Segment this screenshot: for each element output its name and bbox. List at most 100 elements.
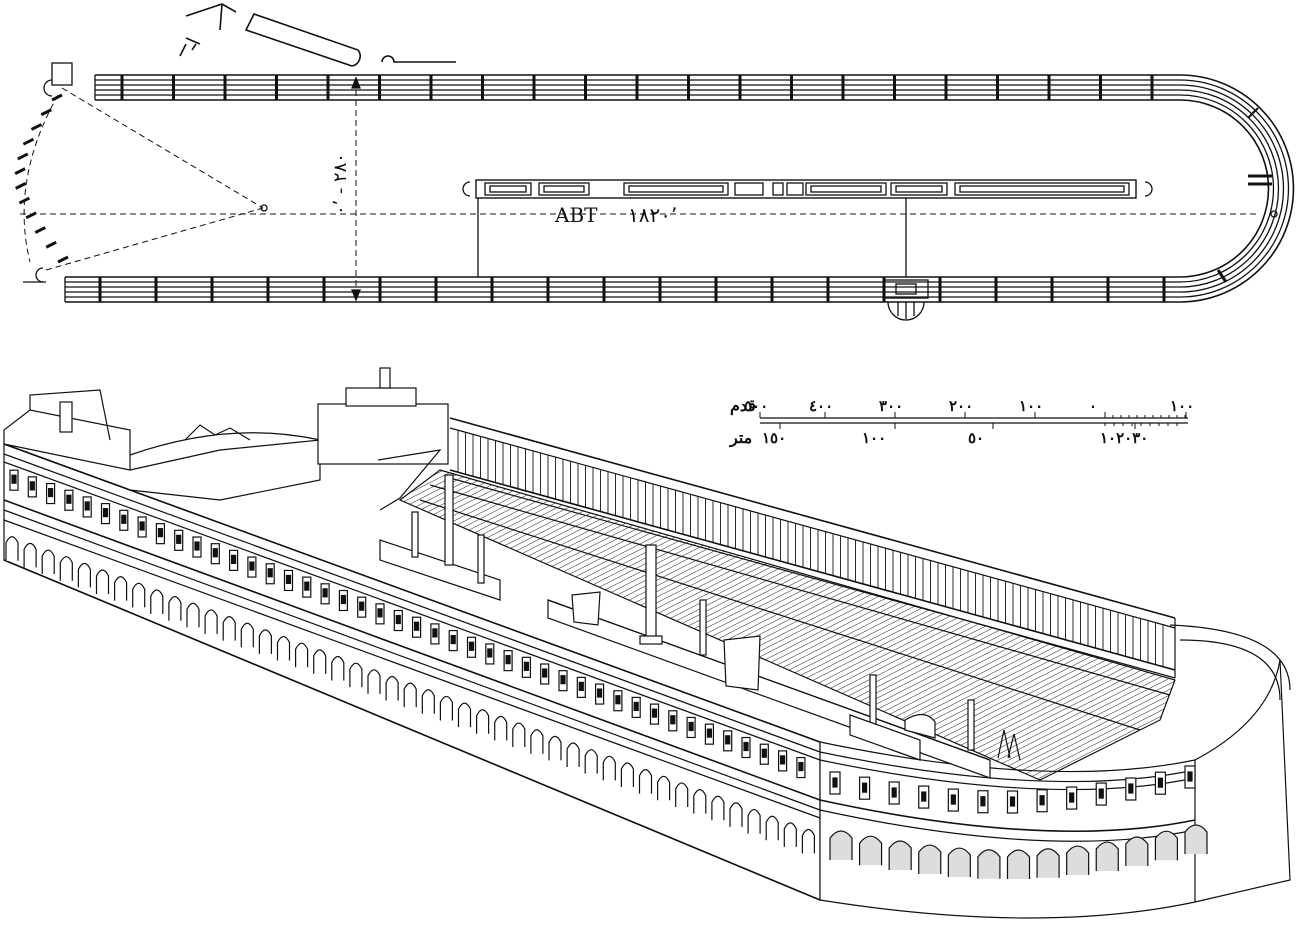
curve-arch bbox=[918, 844, 942, 875]
facade-window-pane bbox=[651, 708, 658, 718]
facade-window-pane bbox=[304, 581, 310, 591]
curve-arch bbox=[1184, 824, 1208, 854]
curve-window-pane bbox=[1039, 795, 1045, 806]
curve-arch bbox=[1036, 848, 1060, 878]
curve-arch bbox=[1095, 841, 1119, 872]
curve-window-pane bbox=[1157, 777, 1164, 788]
scale-feet-label: ٢٠٠ bbox=[949, 397, 973, 415]
scale-feet-unit: قدم bbox=[730, 396, 756, 416]
curved-end-windows bbox=[829, 765, 1196, 814]
facade-window-pane bbox=[377, 608, 383, 618]
plan-carceres bbox=[23, 62, 73, 283]
facade-window-pane bbox=[779, 755, 786, 765]
plan-gate-mark bbox=[17, 152, 29, 161]
curve-arch bbox=[1066, 845, 1090, 876]
facade-window-pane bbox=[578, 681, 584, 691]
plan-gate-mark bbox=[57, 255, 69, 264]
curve-arch bbox=[858, 835, 883, 866]
plan-label-length: ١٨٢٠٬ bbox=[628, 203, 677, 227]
facade-arch bbox=[168, 596, 182, 621]
plan-label-latin: ABT bbox=[554, 203, 598, 227]
facade-window-pane bbox=[157, 528, 163, 538]
scale-meter-unit: متر bbox=[729, 428, 752, 448]
far-side-columns bbox=[457, 430, 1164, 667]
facade-window-pane bbox=[432, 628, 438, 638]
meta-monument bbox=[379, 474, 501, 601]
facade-arch bbox=[729, 802, 743, 827]
curve-arch bbox=[1154, 830, 1179, 861]
facade-arch bbox=[204, 609, 218, 634]
plan-construction-lines bbox=[20, 80, 1260, 298]
scale-feet-label: ٥٠٠ bbox=[744, 397, 768, 415]
curve-arch bbox=[888, 840, 912, 870]
facade-arch bbox=[367, 669, 381, 694]
facade-window-pane bbox=[670, 715, 676, 725]
scale-feet-label: ٠ bbox=[1089, 397, 1097, 415]
facade-arch bbox=[566, 742, 580, 768]
facade-window-pane bbox=[194, 541, 200, 551]
scale-feet-label: ١٠٠ bbox=[1170, 397, 1194, 415]
curve-arch bbox=[829, 830, 853, 860]
facade-arch bbox=[150, 589, 164, 614]
scale-meter-label: ٥٠ bbox=[968, 429, 984, 447]
facade-window-pane bbox=[267, 568, 273, 578]
ground-plan: ABT ١٨٢٠٬ ٢٨٠ - ٠٬ bbox=[14, 3, 1295, 321]
facade-arch bbox=[295, 642, 309, 668]
plan-end-gate bbox=[1216, 107, 1278, 283]
facade-window-pane bbox=[231, 554, 237, 564]
curve-window-pane bbox=[861, 782, 868, 793]
facade-arch bbox=[584, 749, 598, 774]
plan-gate-mark bbox=[40, 108, 52, 117]
facade-window-pane bbox=[340, 594, 346, 605]
facade-arch bbox=[5, 536, 19, 561]
facade-arcade bbox=[5, 536, 815, 854]
plan-gate-mark bbox=[34, 226, 46, 234]
plan-gate-mark bbox=[14, 167, 26, 175]
facade-window-pane bbox=[11, 474, 17, 484]
facade-arch bbox=[385, 675, 399, 701]
curve-arch bbox=[1006, 849, 1031, 879]
facade-window-pane bbox=[285, 574, 292, 585]
curve-window-pane bbox=[1187, 771, 1193, 782]
facade-arch bbox=[41, 549, 55, 575]
facade-arch bbox=[602, 755, 616, 781]
facade-window-pane bbox=[798, 761, 804, 772]
perspective-view bbox=[3, 367, 1291, 919]
curve-window-pane bbox=[1098, 788, 1104, 799]
curve-window-pane bbox=[950, 794, 956, 805]
facade-arch bbox=[132, 582, 146, 608]
facade-window-pane bbox=[633, 701, 639, 712]
curve-window-pane bbox=[921, 791, 927, 802]
curve-arch bbox=[977, 849, 1001, 879]
facade-arch bbox=[548, 735, 562, 761]
facade-window-pane bbox=[322, 588, 328, 598]
facade-arch bbox=[693, 789, 707, 814]
curve-window-pane bbox=[891, 787, 897, 798]
facade-arch bbox=[59, 556, 73, 581]
facade-window-pane bbox=[212, 548, 218, 558]
facade-window-pane bbox=[47, 487, 54, 498]
facade-arch bbox=[657, 775, 671, 801]
plan-gate-mark bbox=[45, 240, 57, 249]
plan-outer-wall bbox=[64, 74, 1295, 303]
scale-meter-label: ١٠٠ bbox=[862, 429, 886, 447]
scale-feet-label: ١٠٠ bbox=[1019, 397, 1043, 415]
facade-arch bbox=[620, 762, 634, 787]
facade-arch bbox=[421, 689, 435, 714]
facade-arch bbox=[186, 602, 200, 628]
facade-arch bbox=[747, 808, 761, 834]
facade-arch bbox=[638, 769, 653, 794]
plan-starting-gates bbox=[14, 93, 69, 264]
facade-window-pane bbox=[359, 601, 365, 611]
facade-arch bbox=[783, 822, 797, 847]
facade-arch bbox=[114, 576, 128, 601]
facade-window-pane bbox=[523, 661, 530, 671]
arena-spina bbox=[547, 544, 1021, 779]
facade-window-pane bbox=[560, 675, 566, 685]
curve-window-pane bbox=[1069, 792, 1075, 803]
facade-window-pane bbox=[450, 634, 456, 645]
facade-arch bbox=[801, 828, 815, 854]
